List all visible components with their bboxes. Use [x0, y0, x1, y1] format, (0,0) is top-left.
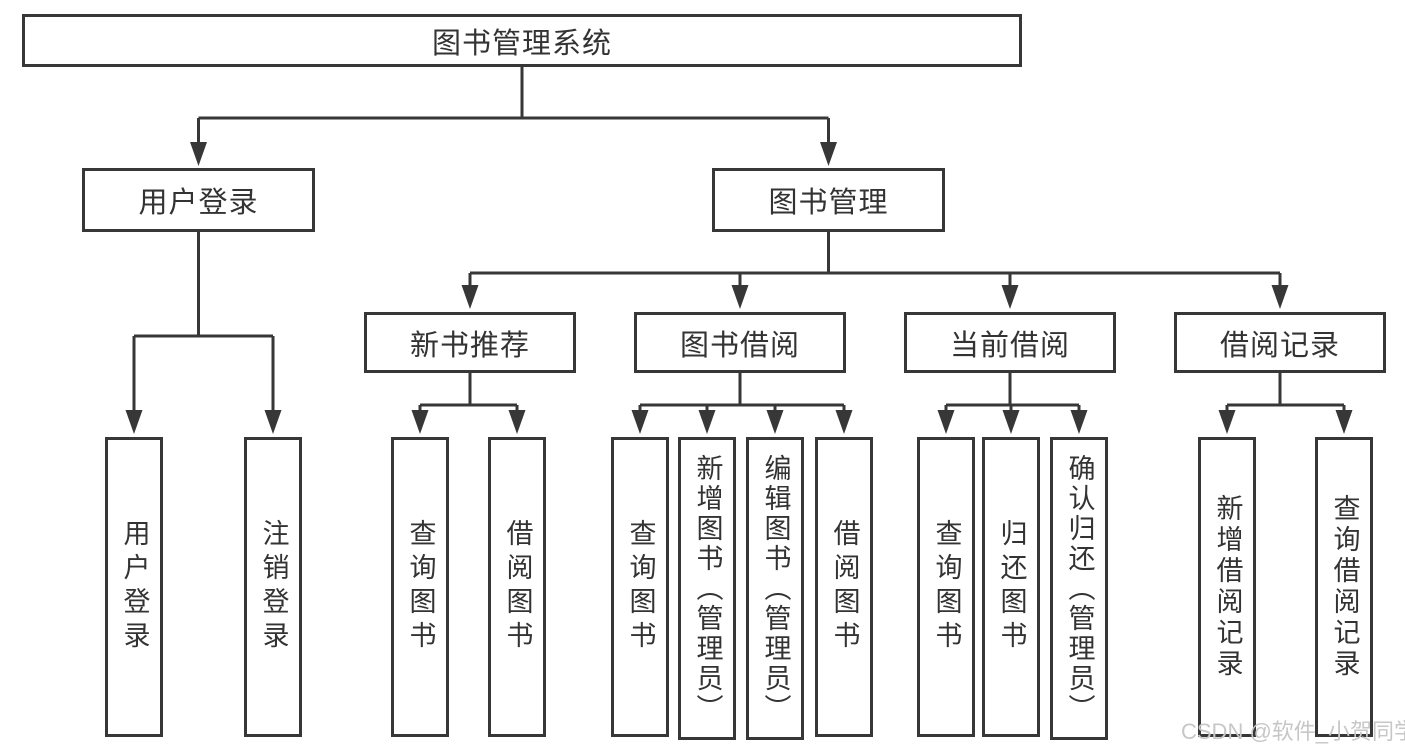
leaf-add-book-admin: 新增图书（管理员）: [678, 437, 736, 740]
leaf-user-login: 用户登录: [105, 437, 163, 737]
node-new-book-recommend-label: 新书推荐: [409, 329, 530, 362]
leaf-query-books-1-label: 查询图书: [405, 519, 436, 655]
leaf-user-login-label: 用户登录: [119, 519, 150, 655]
leaf-query-books-3-label: 查询图书: [931, 519, 962, 655]
leaf-query-books-2: 查询图书: [611, 437, 669, 737]
node-root: 图书管理系统: [22, 14, 1022, 67]
leaf-query-books-1: 查询图书: [391, 437, 449, 737]
leaf-borrow-books-2: 借阅图书: [815, 437, 873, 737]
leaf-edit-book-admin-label: 编辑图书（管理员）: [760, 453, 791, 724]
node-current-borrow-label: 当前借阅: [949, 329, 1070, 362]
leaf-add-book-admin-label: 新增图书（管理员）: [692, 453, 723, 724]
leaf-query-borrow-record-label: 查询借阅记录: [1329, 494, 1360, 680]
leaf-edit-book-admin: 编辑图书（管理员）: [746, 437, 804, 740]
leaf-confirm-return-admin: 确认归还（管理员）: [1050, 437, 1108, 740]
node-root-label: 图书管理系统: [431, 27, 612, 60]
leaf-logout: 注销登录: [244, 437, 302, 737]
leaf-return-book: 归还图书: [982, 437, 1040, 737]
leaf-borrow-books-2-label: 借阅图书: [829, 519, 860, 655]
leaf-logout-label: 注销登录: [258, 519, 289, 655]
leaf-confirm-return-admin-label: 确认归还（管理员）: [1064, 453, 1095, 724]
leaf-borrow-books-1-label: 借阅图书: [502, 519, 533, 655]
node-current-borrow: 当前借阅: [904, 312, 1116, 373]
node-book-management-label: 图书管理: [768, 187, 889, 219]
node-user-login-label: 用户登录: [138, 187, 259, 219]
node-new-book-recommend: 新书推荐: [364, 312, 576, 373]
leaf-query-books-3: 查询图书: [917, 437, 975, 737]
watermark: CSDN @软件_小贺同学: [1181, 719, 1405, 744]
leaf-add-borrow-record-label: 新增借阅记录: [1212, 494, 1243, 680]
leaf-query-borrow-record: 查询借阅记录: [1315, 437, 1373, 737]
leaf-borrow-books-1: 借阅图书: [488, 437, 546, 737]
leaf-add-borrow-record: 新增借阅记录: [1198, 437, 1256, 737]
leaf-return-book-label: 归还图书: [996, 519, 1027, 655]
node-user-login: 用户登录: [82, 168, 315, 232]
node-borrow-records-label: 借阅记录: [1219, 329, 1340, 362]
node-book-management: 图书管理: [712, 168, 945, 232]
node-book-borrow: 图书借阅: [634, 312, 846, 373]
node-book-borrow-label: 图书借阅: [679, 329, 800, 362]
node-borrow-records: 借阅记录: [1174, 312, 1386, 373]
leaf-query-books-2-label: 查询图书: [625, 519, 656, 655]
